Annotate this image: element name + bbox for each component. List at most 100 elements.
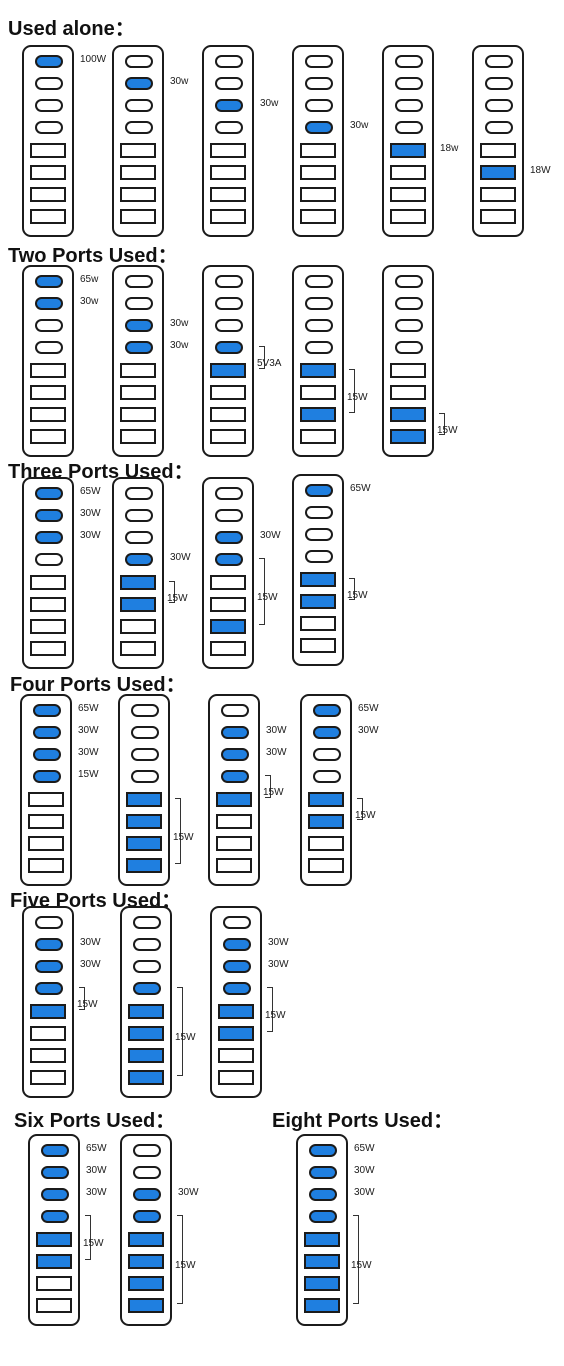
usb-a-port xyxy=(304,1232,340,1247)
usb-a-port xyxy=(480,143,516,158)
usb-c-port xyxy=(35,275,63,288)
usb-a-port xyxy=(30,187,66,202)
usb-c-port xyxy=(33,704,61,717)
usb-c-port xyxy=(215,487,243,500)
usb-a-port xyxy=(120,165,156,180)
shared-power-label: 15W xyxy=(347,391,368,403)
usb-a-port xyxy=(300,187,336,202)
usb-a-port xyxy=(30,641,66,656)
usb-a-port xyxy=(30,363,66,378)
usb-c-port xyxy=(305,275,333,288)
usb-c-port xyxy=(305,528,333,541)
usb-a-port xyxy=(28,836,64,851)
port-power-label: 30W xyxy=(268,936,289,948)
usb-c-port xyxy=(313,726,341,739)
port-power-label: 30w xyxy=(80,295,99,307)
port-power-label: 30W xyxy=(80,529,101,541)
charger-hub xyxy=(382,45,434,237)
usb-c-port xyxy=(309,1144,337,1157)
port-power-label: 18w xyxy=(440,142,459,154)
usb-a-port xyxy=(300,143,336,158)
usb-c-port xyxy=(35,982,63,995)
usb-c-port xyxy=(125,275,153,288)
shared-power-label: 15W xyxy=(175,1260,196,1271)
usb-c-port xyxy=(125,509,153,522)
port-power-label: 30w xyxy=(170,339,189,351)
usb-a-port xyxy=(128,1232,164,1247)
usb-c-port xyxy=(35,55,63,68)
usb-c-port xyxy=(41,1144,69,1157)
usb-c-port xyxy=(305,99,333,112)
usb-c-port xyxy=(305,550,333,563)
port-power-label: 30W xyxy=(354,1186,375,1198)
usb-c-port xyxy=(131,770,159,783)
usb-c-port xyxy=(125,487,153,500)
usb-a-port xyxy=(210,385,246,400)
usb-a-port xyxy=(300,209,336,224)
usb-a-port xyxy=(390,165,426,180)
usb-a-port xyxy=(210,619,246,634)
charger-hub xyxy=(120,1134,172,1326)
section-title: Used alone： xyxy=(8,18,135,40)
charger-hub xyxy=(292,474,344,666)
usb-a-port xyxy=(210,209,246,224)
usb-a-port xyxy=(304,1276,340,1291)
shared-power-bracket xyxy=(267,986,273,1032)
usb-a-port xyxy=(120,385,156,400)
shared-power-label: 15W xyxy=(257,592,278,603)
section-title: Eight Ports Used： xyxy=(272,1110,454,1132)
usb-c-port xyxy=(33,726,61,739)
usb-c-port xyxy=(125,553,153,566)
shared-power-bracket xyxy=(177,986,183,1076)
shared-power-bracket xyxy=(85,1214,91,1260)
usb-c-port xyxy=(395,55,423,68)
port-power-label: 65W xyxy=(78,702,99,714)
usb-a-port xyxy=(30,143,66,158)
usb-a-port xyxy=(216,792,252,807)
usb-a-port xyxy=(28,858,64,873)
usb-c-port xyxy=(215,553,243,566)
charger-hub xyxy=(472,45,524,237)
charger-hub xyxy=(208,694,260,886)
usb-c-port xyxy=(215,297,243,310)
usb-a-port xyxy=(120,641,156,656)
usb-a-port xyxy=(300,363,336,378)
usb-a-port xyxy=(36,1276,72,1291)
usb-c-port xyxy=(215,275,243,288)
port-power-label: 65W xyxy=(80,485,101,497)
usb-c-port xyxy=(131,704,159,717)
usb-c-port xyxy=(305,121,333,134)
usb-c-port xyxy=(41,1188,69,1201)
usb-a-port xyxy=(120,209,156,224)
usb-c-port xyxy=(35,553,63,566)
usb-a-port xyxy=(210,429,246,444)
usb-a-port xyxy=(218,1004,254,1019)
usb-c-port xyxy=(223,916,251,929)
usb-a-port xyxy=(30,165,66,180)
usb-c-port xyxy=(485,121,513,134)
usb-a-port xyxy=(300,165,336,180)
usb-c-port xyxy=(131,726,159,739)
shared-power-label: 15W xyxy=(173,831,194,843)
usb-c-port xyxy=(35,99,63,112)
usb-a-port xyxy=(28,814,64,829)
usb-c-port xyxy=(223,960,251,973)
section-title: Two Ports Used： xyxy=(8,245,178,267)
usb-a-port xyxy=(300,429,336,444)
usb-a-port xyxy=(120,187,156,202)
usb-a-port xyxy=(36,1254,72,1269)
usb-c-port xyxy=(41,1210,69,1223)
shared-power-label: 15W xyxy=(167,592,188,604)
usb-c-port xyxy=(133,1144,161,1157)
usb-a-port xyxy=(36,1298,72,1313)
usb-a-port xyxy=(30,407,66,422)
usb-a-port xyxy=(128,1048,164,1063)
charger-hub xyxy=(292,265,344,457)
usb-c-port xyxy=(125,99,153,112)
usb-a-port xyxy=(126,858,162,873)
usb-c-port xyxy=(35,509,63,522)
usb-c-port xyxy=(35,531,63,544)
usb-a-port xyxy=(390,407,426,422)
usb-a-port xyxy=(300,385,336,400)
